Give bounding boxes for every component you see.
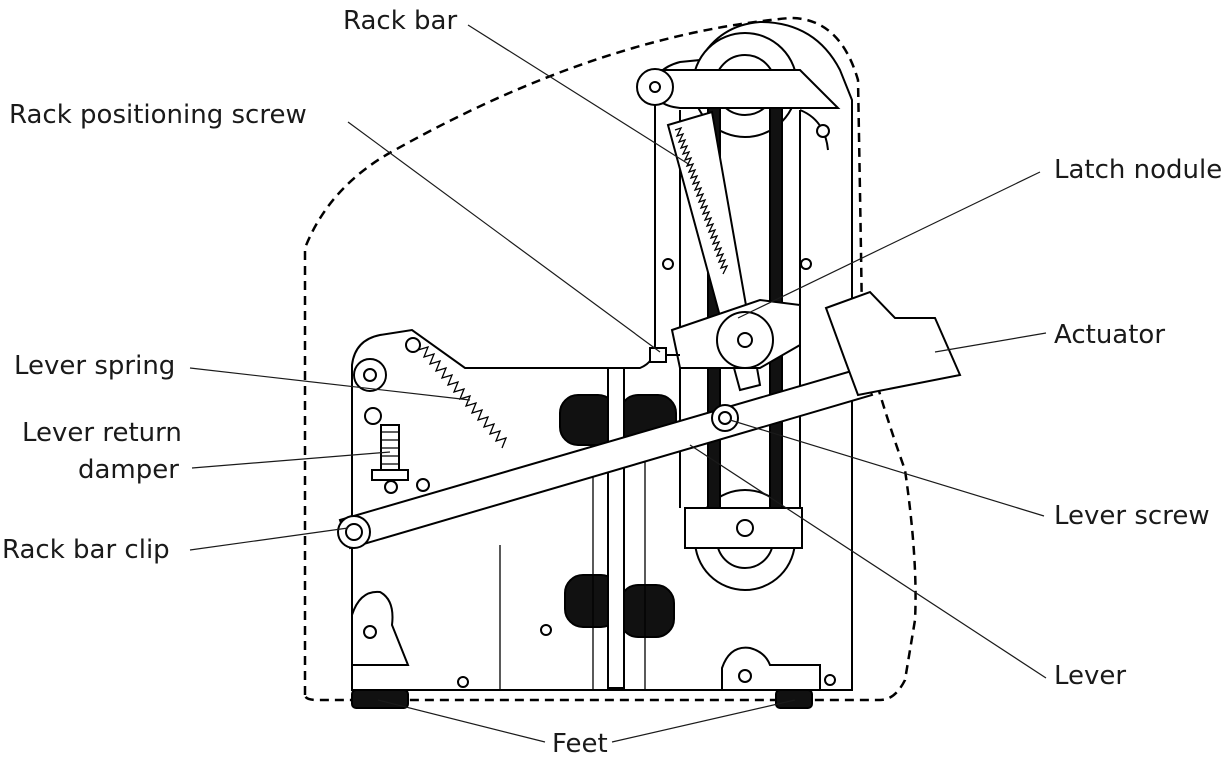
leader-rack-bar-clip [189,527,349,551]
bottom-mount-left [351,590,410,666]
top-bracket-pivot-hole [649,81,661,93]
hole-3 [816,124,830,138]
rack-bar-teeth [674,126,729,275]
actuator [824,290,962,397]
foot-right [775,689,813,709]
leader-feet-right [611,699,796,743]
lever-screw-inner [718,411,732,425]
hole-4 [662,258,674,270]
hole-8 [824,674,836,686]
bottom-mount-right-hole [738,669,752,683]
hole-6 [540,624,552,636]
leader-lever-screw [729,419,1045,517]
bottom-roller-hole [736,519,754,537]
hole-1 [363,368,377,382]
damper-top [364,407,382,425]
leader-latch-nodule [737,171,1041,319]
leader-rack-bar [467,24,691,166]
leader-lever [689,444,1047,679]
damper-coil [381,431,399,465]
housing-outline [303,16,917,702]
hole-7 [457,676,469,688]
label-rack-bar-clip: Rack bar clip [2,535,170,565]
latch-nodule-hole [737,332,753,348]
leader-actuator [934,332,1047,353]
hole-2 [353,358,387,392]
guide-post [607,367,625,689]
spring-anchor-top [405,337,421,353]
label-actuator: Actuator [1054,320,1165,350]
leader-feet-left [377,699,546,743]
label-feet: Feet [552,729,608,759]
rack-bar-clip-inner [345,523,363,541]
leader-lever-return-damper [191,451,391,469]
bottom-mount-left-hole [363,625,377,639]
damper-base [371,469,409,481]
label-lever-return-damper-line2: damper [78,455,179,485]
leader-lever-spring [189,367,471,401]
label-lever-screw: Lever screw [1054,501,1210,531]
leader-rack-positioning-screw [347,121,661,353]
label-lever-return-damper-line1: Lever return [22,418,182,448]
hole-5 [800,258,812,270]
label-rack-positioning-screw: Rack positioning screw [9,100,307,130]
label-lever-spring: Lever spring [14,351,175,381]
label-rack-bar: Rack bar [343,6,457,36]
damper-foot-r [416,478,430,492]
lower-pad-right [619,584,675,638]
label-lever: Lever [1054,661,1126,691]
label-latch-nodule: Latch nodule [1054,155,1222,185]
damper-foot-l [384,480,398,494]
